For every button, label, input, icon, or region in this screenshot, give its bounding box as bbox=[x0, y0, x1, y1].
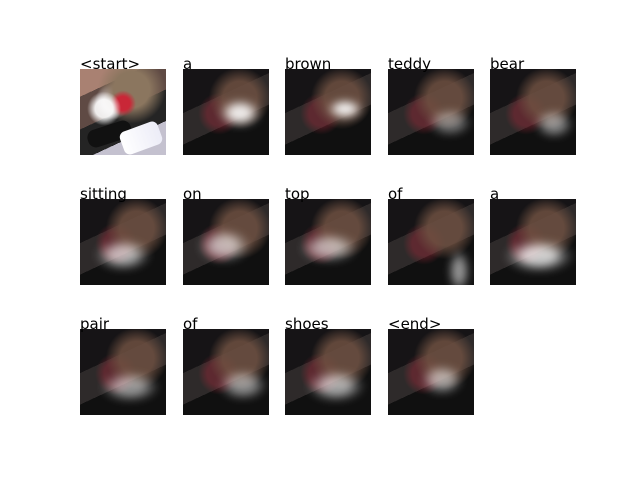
attention-map-thumbnail bbox=[285, 69, 371, 155]
token-panel-teddy: teddy bbox=[388, 55, 474, 155]
token-panel-end: <end> bbox=[388, 315, 474, 415]
token-panel-shoes: shoes bbox=[285, 315, 371, 415]
token-label: bear bbox=[490, 55, 525, 73]
attention-map-thumbnail bbox=[80, 329, 166, 415]
token-label: on bbox=[183, 185, 202, 203]
original-image-thumbnail bbox=[80, 69, 166, 155]
attention-map-thumbnail bbox=[183, 329, 269, 415]
attention-map-thumbnail bbox=[80, 199, 166, 285]
token-panel-of-second: of bbox=[183, 315, 269, 415]
token-label: sitting bbox=[80, 185, 127, 203]
attention-map-thumbnail bbox=[183, 199, 269, 285]
token-label: brown bbox=[285, 55, 332, 73]
token-panel-top: top bbox=[285, 185, 371, 285]
attention-map-thumbnail bbox=[388, 199, 474, 285]
token-label: teddy bbox=[388, 55, 432, 73]
token-panel-pair: pair bbox=[80, 315, 166, 415]
attention-map-thumbnail bbox=[285, 199, 371, 285]
attention-map-thumbnail bbox=[183, 69, 269, 155]
token-label: a bbox=[490, 185, 500, 203]
token-panel-brown: brown bbox=[285, 55, 371, 155]
attention-map-thumbnail bbox=[490, 69, 576, 155]
token-panel-start: <start> bbox=[80, 55, 166, 155]
token-panel-of: of bbox=[388, 185, 474, 285]
token-label: of bbox=[183, 315, 198, 333]
token-panel-bear: bear bbox=[490, 55, 576, 155]
token-panel-on: on bbox=[183, 185, 269, 285]
token-panel-sitting: sitting bbox=[80, 185, 166, 285]
attention-map-thumbnail bbox=[285, 329, 371, 415]
token-label: pair bbox=[80, 315, 110, 333]
token-panel-a-second: a bbox=[490, 185, 576, 285]
attention-map-thumbnail bbox=[490, 199, 576, 285]
token-label: <start> bbox=[80, 55, 141, 73]
token-label: <end> bbox=[388, 315, 442, 333]
token-label: of bbox=[388, 185, 403, 203]
token-label: a bbox=[183, 55, 193, 73]
token-label: shoes bbox=[285, 315, 329, 333]
attention-map-thumbnail bbox=[388, 69, 474, 155]
token-label: top bbox=[285, 185, 310, 203]
attention-map-thumbnail bbox=[388, 329, 474, 415]
token-panel-a: a bbox=[183, 55, 269, 155]
